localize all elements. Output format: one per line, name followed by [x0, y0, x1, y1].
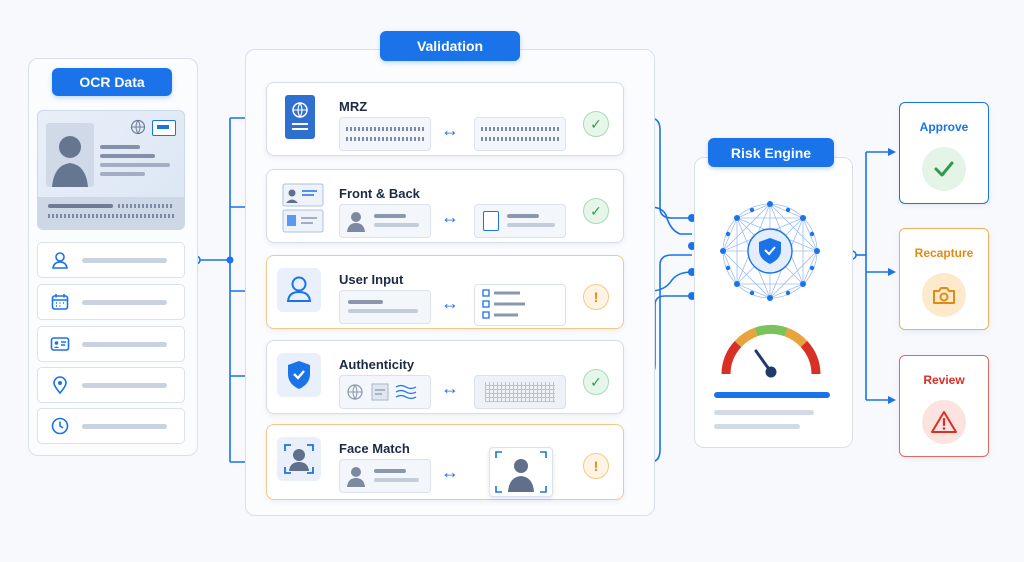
check-card-mrz: MRZ ↔ ✓: [266, 82, 624, 156]
risk-network-graphic: [720, 201, 820, 301]
shield-check-icon: [288, 361, 310, 389]
user-icon: [52, 252, 68, 269]
check-card-face-match: Face Match ↔ !: [266, 424, 624, 500]
face-scan-icon: [284, 444, 314, 474]
risk-detail-line: [714, 410, 814, 415]
check-card-authenticity: Authenticity ↔ ✓: [266, 340, 624, 414]
checkmark-icon: [934, 161, 954, 177]
risk-score-bar: [714, 392, 830, 398]
clock-icon: [51, 417, 69, 435]
outcome-label: Recapture: [914, 246, 974, 260]
validation-title: Validation: [380, 31, 520, 61]
compare-arrow-icon: ↔: [441, 207, 459, 227]
status-warning-icon: !: [583, 284, 609, 310]
calendar-icon: [51, 294, 69, 310]
check-title: Authenticity: [339, 357, 415, 372]
location-pin-icon: [53, 376, 67, 395]
selfie-frame: [489, 447, 553, 497]
globe-icon: [130, 119, 146, 140]
document-sides-icon: [282, 183, 324, 233]
check-title: MRZ: [339, 99, 368, 114]
status-warning-icon: !: [583, 453, 609, 479]
outcome-approve: Approve: [899, 102, 989, 204]
outcome-recapture: Recapture: [899, 228, 989, 330]
camera-icon: [933, 287, 955, 304]
person-icon: [347, 467, 365, 487]
status-ok-icon: ✓: [583, 198, 609, 224]
form-checklist: [474, 284, 566, 326]
person-icon: [347, 212, 365, 232]
id-card: [37, 110, 185, 230]
compare-arrow-icon: ↔: [441, 378, 459, 398]
outcome-review: Review: [899, 355, 989, 457]
passport-icon: [285, 95, 315, 139]
chip-icon: [152, 120, 176, 136]
status-ok-icon: ✓: [583, 369, 609, 395]
ocr-field-address: [37, 367, 185, 403]
risk-gauge: [721, 324, 821, 378]
ocr-field-id: [37, 326, 185, 362]
outcome-label: Approve: [919, 120, 969, 134]
security-features: [339, 375, 431, 409]
check-card-front-back: Front & Back ↔ ✓: [266, 169, 624, 243]
compare-arrow-icon: ↔: [441, 120, 459, 140]
risk-detail-line: [714, 424, 800, 429]
compare-arrow-icon: ↔: [441, 462, 459, 482]
status-ok-icon: ✓: [583, 111, 609, 137]
check-card-user-input: User Input ↔ !: [266, 255, 624, 329]
user-icon: [286, 276, 312, 302]
risk-engine-title: Risk Engine: [708, 138, 834, 167]
ocr-field-time: [37, 408, 185, 444]
ocr-field-date: [37, 284, 185, 320]
document-back-icon: [483, 211, 499, 231]
id-card-icon: [50, 337, 70, 351]
check-title: Face Match: [339, 441, 410, 456]
pattern-sample: [474, 375, 566, 409]
check-title: Front & Back: [339, 186, 420, 201]
check-title: User Input: [339, 272, 404, 287]
outcome-label: Review: [923, 373, 965, 387]
alert-triangle-icon: [931, 411, 957, 433]
ocr-field-name: [37, 242, 185, 278]
compare-arrow-icon: ↔: [441, 293, 459, 313]
ocr-title: OCR Data: [52, 68, 172, 96]
id-photo: [46, 123, 94, 187]
